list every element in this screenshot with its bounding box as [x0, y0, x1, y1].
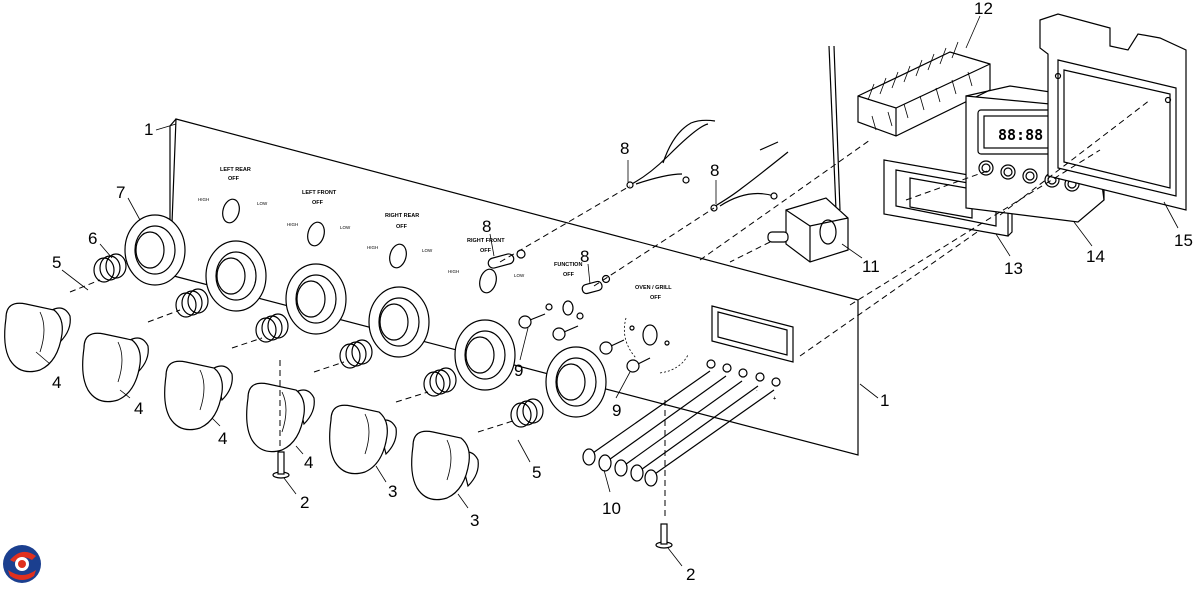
selector-switch	[767, 45, 849, 263]
callout-3b: 3	[470, 511, 479, 530]
callout-2b: 2	[686, 565, 695, 584]
callout-numbers: 1 1 2 2 3 3 4 4 4 4 5 5 6 7 8 8 8 8 9 9 …	[52, 0, 1193, 584]
callout-11: 11	[862, 257, 880, 276]
bezel-2	[205, 240, 267, 312]
callout-12: 12	[974, 0, 993, 18]
label-minus: -	[756, 388, 758, 393]
spring-5	[423, 367, 457, 397]
screw-c	[599, 339, 625, 355]
leader-lines	[35, 15, 1179, 567]
label-right-rear-off: OFF	[396, 224, 408, 230]
clock-display-text: 88:88	[998, 126, 1043, 144]
callout-5b: 5	[532, 463, 541, 482]
callout-9a: 9	[514, 361, 523, 380]
screw-a	[518, 303, 553, 329]
label-left-rear-high: HIGH	[198, 197, 209, 202]
label-oven-grill-off: OFF	[650, 295, 662, 301]
callout-10: 10	[602, 499, 621, 518]
label-left-rear-low: LOW	[257, 201, 268, 206]
screws-2	[272, 451, 673, 549]
callout-8b: 8	[710, 161, 719, 180]
wire-harnesses	[626, 119, 789, 212]
knob-1	[4, 302, 71, 373]
spring-4	[339, 339, 373, 369]
springs	[93, 253, 544, 428]
screw-b	[552, 312, 584, 341]
screw-bottom-right	[655, 523, 673, 549]
callout-8c: 8	[482, 217, 491, 236]
callout-15: 15	[1174, 231, 1193, 250]
bezel-5	[454, 319, 516, 391]
callout-4d: 4	[304, 453, 313, 472]
callout-4a: 4	[52, 373, 61, 392]
bezel-4	[368, 286, 430, 358]
label-right-rear-low: LOW	[422, 248, 433, 253]
label-left-rear-off: OFF	[228, 176, 240, 182]
bezel-rings	[124, 214, 607, 418]
callout-6: 6	[88, 229, 97, 248]
spring-1	[93, 253, 127, 283]
label-left-front-off: OFF	[312, 200, 324, 206]
label-right-front-high: HIGH	[448, 269, 459, 274]
label-left-rear: LEFT REAR	[220, 167, 251, 173]
label-right-front: RIGHT FRONT	[467, 238, 505, 244]
callout-14: 14	[1086, 247, 1105, 266]
panel-markings: LEFT REAR OFF HIGH LOW LEFT FRONT OFF HI…	[198, 167, 776, 402]
panel-holes	[222, 198, 794, 387]
callout-5a: 5	[52, 253, 61, 272]
knobs	[4, 302, 479, 501]
screws-9	[518, 303, 651, 373]
label-function: FUNCTION	[554, 262, 582, 268]
screw-d	[626, 357, 651, 373]
knob-3	[164, 360, 233, 431]
label-right-front-low: LOW	[514, 273, 525, 278]
callout-8d: 8	[580, 247, 589, 266]
bezel-6	[545, 346, 607, 418]
alignment-lines	[499, 99, 1151, 357]
callout-7: 7	[116, 183, 125, 202]
callout-4c: 4	[218, 429, 227, 448]
label-left-front-low: LOW	[340, 225, 351, 230]
callout-9b: 9	[612, 401, 621, 420]
bezel-1	[124, 214, 186, 286]
spring-2	[175, 288, 209, 318]
callout-2a: 2	[300, 493, 309, 512]
screw-bottom-left	[272, 451, 290, 479]
callout-3a: 3	[388, 482, 397, 501]
label-plus: +	[773, 396, 776, 402]
callout-1a: 1	[144, 120, 153, 139]
label-right-rear: RIGHT REAR	[385, 213, 419, 219]
callout-1b: 1	[880, 391, 889, 410]
knob-5	[329, 404, 397, 475]
knob-2	[82, 332, 149, 403]
logo-icon	[3, 545, 41, 583]
spring-6	[510, 398, 544, 428]
label-oven-grill: OVEN / GRILL	[635, 285, 672, 291]
label-right-front-off: OFF	[480, 248, 492, 254]
spring-3	[255, 313, 289, 343]
knob-4	[246, 382, 315, 453]
label-left-front-high: HIGH	[287, 222, 298, 227]
push-buttons	[582, 370, 775, 487]
label-function-off: OFF	[563, 272, 575, 278]
label-left-front: LEFT FRONT	[302, 190, 337, 196]
bezel-3	[285, 263, 347, 335]
callout-13: 13	[1004, 259, 1023, 278]
knob-6	[411, 430, 479, 501]
label-right-rear-high: HIGH	[367, 245, 378, 250]
rear-bracket	[1039, 13, 1187, 211]
callout-4b: 4	[134, 399, 143, 418]
callout-8a: 8	[620, 139, 629, 158]
